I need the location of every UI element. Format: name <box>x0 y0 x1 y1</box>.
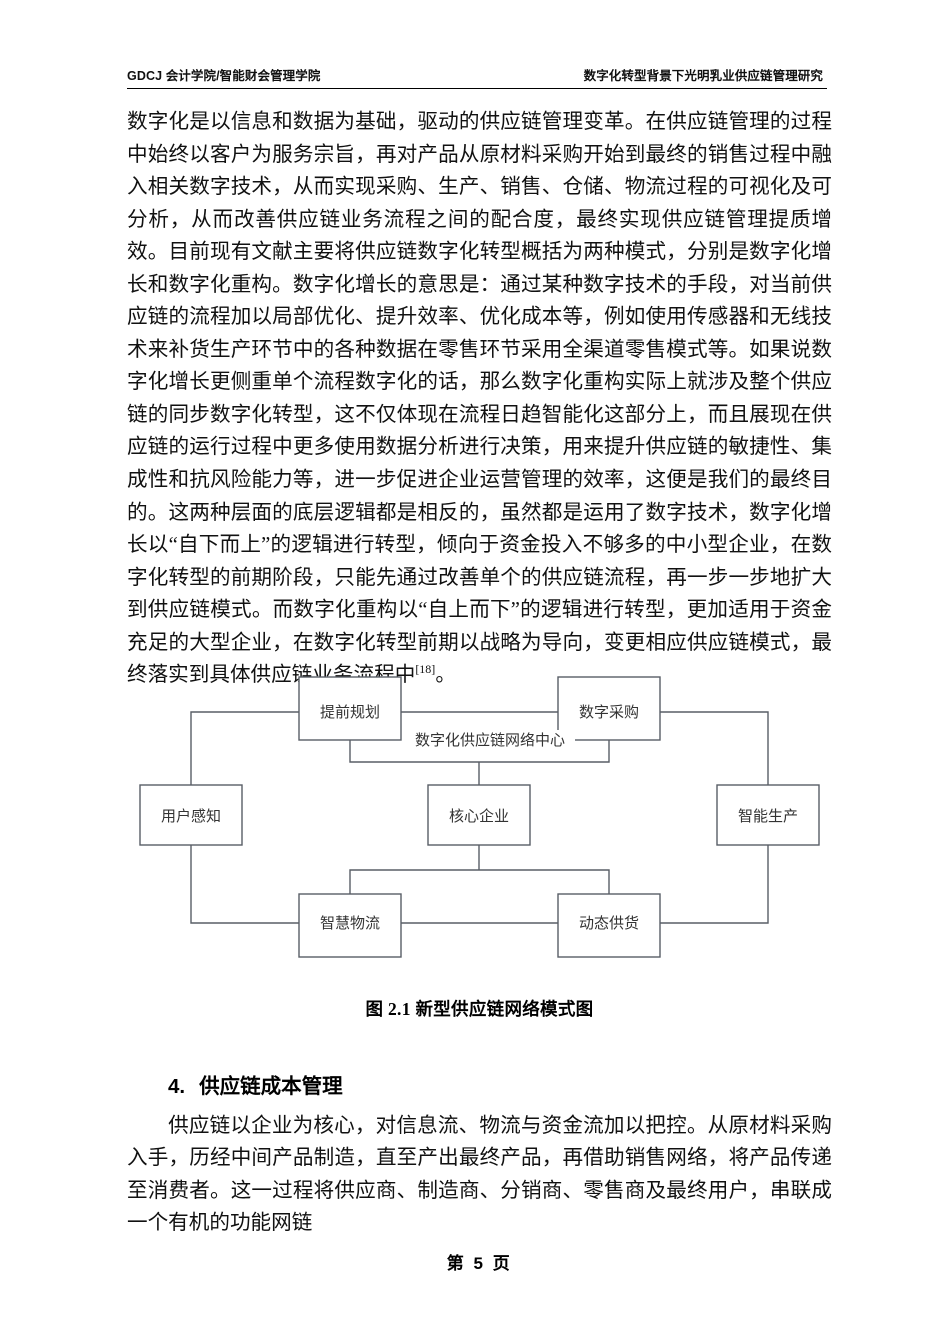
center-label-backdrop <box>405 730 575 750</box>
header-right-text: 数字化转型背景下光明乳业供应链管理研究 <box>583 69 823 83</box>
node-logistics: 智慧物流 <box>298 893 402 958</box>
link-purchase-to-center <box>479 740 610 763</box>
node-produce: 智能生产 <box>716 784 820 846</box>
node-supply-label: 动态供货 <box>579 915 639 932</box>
node-supply-box <box>557 893 661 958</box>
link-produce-to-supply <box>660 845 769 924</box>
body-paragraph-1: 数字化是以信息和数据为基础，驱动的供应链管理变革。在供应链管理的过程中始终以客户… <box>127 106 832 692</box>
link-purchase-to-produce <box>660 711 769 785</box>
node-core-label: 核心企业 <box>449 807 509 825</box>
node-purchase: 数字采购 <box>557 676 661 741</box>
header-left-text: GDCJ 会计学院/智能财会管理学院 <box>127 69 321 83</box>
figure-supply-chain-network: 提前规划 数字采购 用户感知 核心企业 智能生产 <box>127 672 832 972</box>
body-paragraph-2: 供应链以企业为核心，对信息流、物流与资金流加以把控。从原材料采购入手，历经中间产… <box>127 1110 832 1240</box>
node-purchase-box <box>557 676 661 741</box>
paragraph-1-tail: 。 <box>435 664 456 687</box>
node-core: 核心企业 <box>427 784 531 846</box>
header-divider <box>127 88 827 89</box>
link-user-to-logistics <box>190 845 299 924</box>
link-bottom-to-logistics <box>349 869 479 894</box>
node-core-box <box>427 784 531 846</box>
node-produce-label: 智能生产 <box>738 807 798 825</box>
node-plan-box <box>298 676 402 741</box>
page-footer: 第 5 页 <box>446 1254 513 1273</box>
figure-caption: 图 2.1 新型供应链网络模式图 <box>365 999 594 1019</box>
section-heading: 4. 供应链成本管理 <box>127 1069 832 1099</box>
node-produce-box <box>716 784 820 846</box>
paragraph-1-text: 数字化是以信息和数据为基础，驱动的供应链管理变革。在供应链管理的过程中始终以客户… <box>127 111 832 687</box>
link-bottom-to-supply <box>479 869 610 894</box>
paragraph-2-text: 供应链以企业为核心，对信息流、物流与资金流加以把控。从原材料采购入手，历经中间产… <box>127 1115 832 1235</box>
node-plan-label: 提前规划 <box>320 704 380 721</box>
node-user-box <box>139 784 243 846</box>
node-user: 用户感知 <box>139 784 243 846</box>
link-plan-to-center <box>349 740 479 763</box>
footnote-marker: [18] <box>415 662 436 677</box>
node-logistics-label: 智慧物流 <box>320 914 380 932</box>
node-supply: 动态供货 <box>557 893 661 958</box>
node-purchase-label: 数字采购 <box>579 704 639 721</box>
link-plan-to-user <box>190 711 299 785</box>
section-heading-number: 4. <box>168 1075 186 1098</box>
node-logistics-box <box>298 893 402 958</box>
running-header: GDCJ 会计学院/智能财会管理学院 数字化转型背景下光明乳业供应链管理研究 <box>127 60 827 84</box>
figure-center-label: 数字化供应链网络中心 <box>415 731 565 749</box>
node-user-label: 用户感知 <box>161 808 221 825</box>
section-heading-title: 供应链成本管理 <box>199 1075 343 1098</box>
node-plan: 提前规划 <box>298 676 402 741</box>
